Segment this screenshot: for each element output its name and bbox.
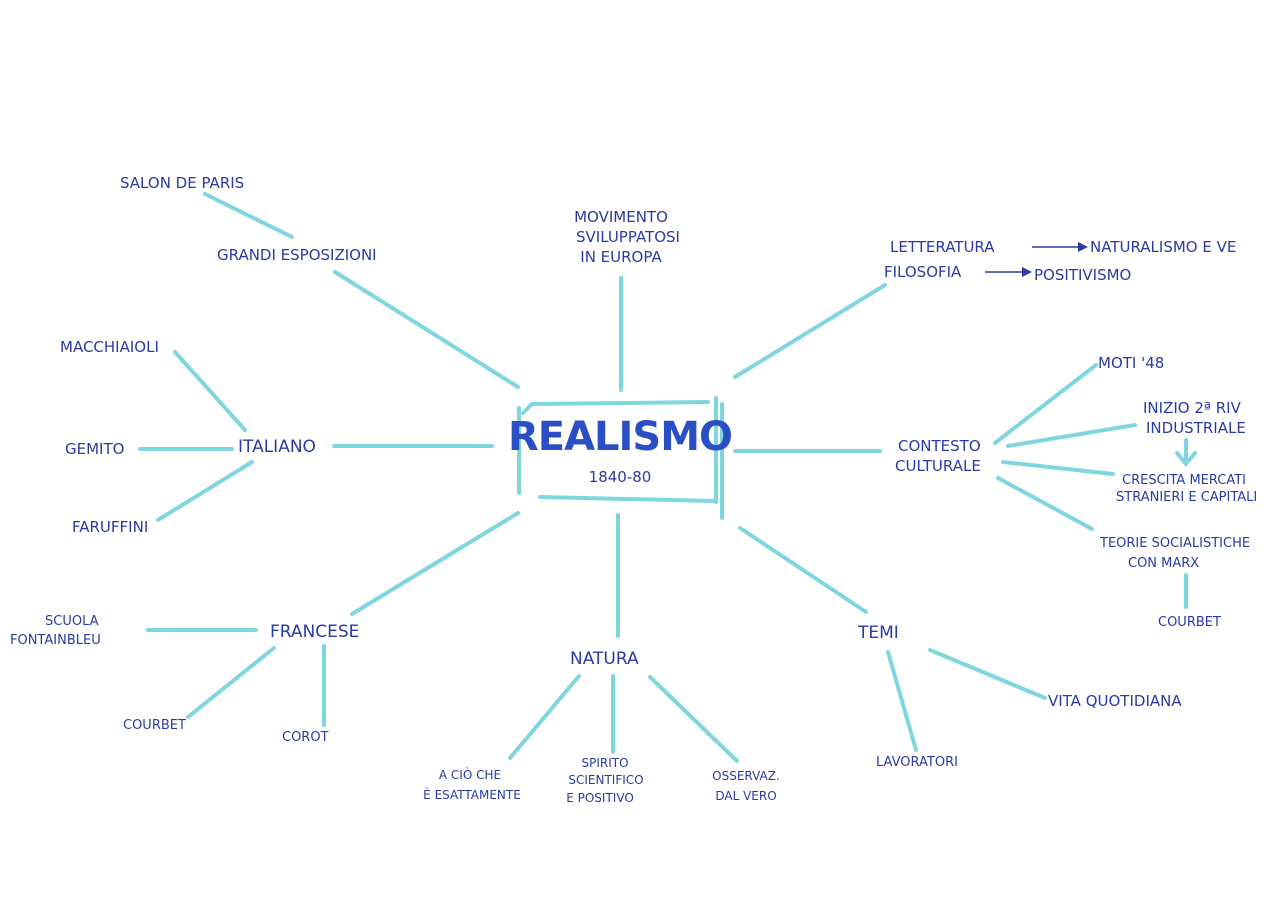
scuola-line-2: FONTAINBLEU (10, 633, 101, 648)
scuola-line-1: SCUOLA (45, 614, 99, 629)
naturalismo: NATURALISMO E VE (1090, 238, 1236, 256)
movimento-line-1: MOVIMENTO (574, 208, 668, 226)
arrowhead-inizio-crescita (1175, 451, 1197, 468)
central-dates: 1840-80 (589, 468, 652, 486)
letteratura: LETTERATURA (890, 238, 995, 256)
spirito-line-2: SCIENTIFICO (568, 773, 643, 787)
gemito: GEMITO (65, 440, 124, 458)
line-contesto-teorie (996, 476, 1094, 531)
vita-quotidiana: VITA QUOTIDIANA (1048, 692, 1182, 710)
italiano: ITALIANO (238, 437, 316, 457)
natura: NATURA (570, 649, 639, 669)
lavoratori: LAVORATORI (876, 755, 958, 770)
francese: FRANCESE (270, 622, 359, 642)
central-box (517, 396, 724, 520)
cio-che-line-1: A CIÒ CHE (439, 767, 501, 782)
salon-de-paris: SALON DE PARIS (120, 174, 244, 192)
crescita-line-2: STRANIERI E CAPITALI (1116, 490, 1257, 505)
line-contesto-crescita (1001, 460, 1115, 476)
line-temi-lavoratori (886, 650, 918, 752)
temi: TEMI (857, 623, 899, 643)
corot: COROT (282, 730, 329, 745)
movimento-line-3: IN EUROPA (580, 248, 662, 266)
contesto-line-2: CULTURALE (895, 457, 981, 475)
arrowhead-filosofia (1022, 267, 1032, 277)
spirito-line-1: SPIRITO (581, 756, 628, 770)
connector-lines (138, 192, 1188, 763)
inizio-line-1: INIZIO 2ª RIV (1143, 399, 1242, 417)
line-center-temi (738, 526, 868, 614)
contesto-line-1: CONTESTO (898, 437, 981, 455)
line-salon-esposizioni (203, 192, 294, 239)
osservaz-line-2: DAL VERO (715, 789, 776, 803)
line-esposizioni-center (333, 270, 520, 389)
positivismo: POSITIVISMO (1034, 266, 1131, 284)
line-natura-osservaz (648, 675, 739, 763)
line-macchiaioli-italiano (173, 350, 247, 432)
arrowhead-letteratura (1078, 242, 1088, 252)
line-temi-vita (928, 648, 1047, 700)
line-faruffini-italiano (156, 460, 254, 522)
teorie-line-2: CON MARX (1128, 556, 1199, 571)
line-natura-cio (508, 674, 581, 760)
line-francese-courbet (186, 646, 276, 719)
filosofia: FILOSOFIA (884, 263, 962, 281)
faruffini: FARUFFINI (72, 518, 148, 536)
grandi-esposizioni: GRANDI ESPOSIZIONI (217, 246, 377, 264)
moti-48: MOTI '48 (1098, 354, 1164, 372)
spirito-line-3: E POSITIVO (566, 791, 634, 805)
osservaz-line-1: OSSERVAZ. (712, 769, 780, 783)
courbet-right: COURBET (1158, 615, 1221, 630)
teorie-line-1: TEORIE SOCIALISTICHE (1099, 536, 1250, 551)
movimento-line-2: SVILUPPATOSI (576, 228, 680, 246)
central-title: REALISMO (508, 414, 732, 460)
macchiaioli: MACCHIAIOLI (60, 338, 159, 356)
crescita-line-1: CRESCITA MERCATI (1122, 473, 1246, 488)
line-contesto-inizio (1006, 423, 1137, 448)
cio-che-line-2: È ESATTAMENTE (423, 787, 521, 802)
courbet-left: COURBET (123, 718, 186, 733)
line-contesto-moti (993, 363, 1098, 445)
line-center-filosofia (733, 283, 887, 379)
line-center-francese (350, 511, 520, 616)
inizio-line-2: INDUSTRIALE (1146, 419, 1246, 437)
